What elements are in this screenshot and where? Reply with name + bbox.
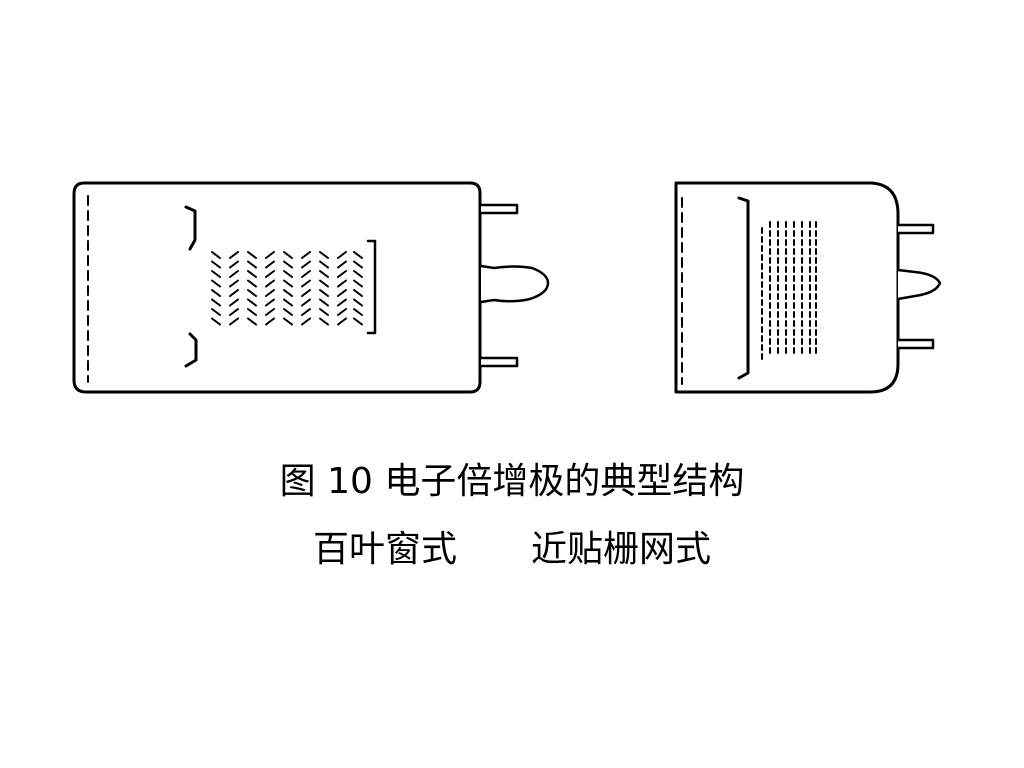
dynode-slat xyxy=(211,298,221,307)
dynode-slat xyxy=(301,308,311,316)
dynode-slat xyxy=(319,317,329,326)
dynode-slat xyxy=(229,308,239,316)
dynode-slat xyxy=(211,279,221,288)
figure-sublabels: 百叶窗式 近贴栅网式 xyxy=(0,528,1024,572)
dynode-slat xyxy=(265,298,275,307)
dynode-slat xyxy=(337,298,347,307)
mesh-tube-body xyxy=(674,181,900,394)
dynode-slat xyxy=(301,317,311,326)
venetian-blind-tube xyxy=(72,181,550,394)
venetian-focus-bracket xyxy=(184,205,198,368)
dynode-slat xyxy=(337,289,347,297)
label-proximity-mesh: 近贴栅网式 xyxy=(531,529,712,570)
dynode-slat xyxy=(319,279,329,288)
dynode-slat xyxy=(283,308,293,316)
dynode-slat xyxy=(229,289,239,297)
dynode-slat xyxy=(283,317,293,326)
dynode-slat xyxy=(283,289,293,297)
dynode-slat xyxy=(229,251,239,259)
mesh-exhaust-tip xyxy=(896,268,942,301)
dynode-slat xyxy=(337,270,347,278)
dynode-slat xyxy=(211,289,221,297)
dynode-slat xyxy=(265,279,275,288)
dynode-slat xyxy=(265,251,275,259)
dynode-slat xyxy=(247,270,257,278)
dynode-slat xyxy=(353,289,363,297)
venetian-tube-body xyxy=(72,181,482,394)
mesh-focus-bracket xyxy=(737,196,750,380)
dynode-slat xyxy=(229,298,239,307)
dynode-slat xyxy=(229,270,239,278)
dynode-slat xyxy=(301,279,311,288)
dynode-slat xyxy=(265,270,275,278)
dynode-slat xyxy=(247,317,257,326)
dynode-slat xyxy=(319,308,329,316)
dynode-slat xyxy=(229,260,239,269)
dynode-slat xyxy=(353,317,363,326)
dynode-slat xyxy=(337,260,347,269)
dynode-slat xyxy=(265,317,275,326)
dynode-slat xyxy=(337,251,347,259)
dynode-slat xyxy=(301,270,311,278)
dynode-slat xyxy=(247,298,257,307)
dynode-slat xyxy=(265,289,275,297)
venetian-anode-bracket xyxy=(366,239,377,335)
dynode-slat xyxy=(247,289,257,297)
dynode-slat xyxy=(247,308,257,316)
venetian-pin-bottom xyxy=(479,356,519,368)
dynode-slat xyxy=(247,279,257,288)
proximity-mesh-tube xyxy=(674,181,942,394)
dynode-slat xyxy=(247,251,257,259)
dynode-slat xyxy=(283,260,293,269)
venetian-dynode-slats xyxy=(211,251,363,326)
dynode-slat xyxy=(301,260,311,269)
figure-title: 图 10 电子倍增极的典型结构 xyxy=(279,461,745,502)
dynode-slat xyxy=(283,298,293,307)
venetian-exhaust-tip xyxy=(479,264,550,304)
dynode-slat xyxy=(283,251,293,259)
dynode-slat xyxy=(229,279,239,288)
mesh-dynode-stack xyxy=(761,221,817,360)
dynode-slat xyxy=(353,298,363,307)
dynode-slat xyxy=(337,317,347,326)
dynode-slat xyxy=(353,308,363,316)
dynode-slat xyxy=(265,308,275,316)
dynode-slat xyxy=(337,308,347,316)
dynode-slat xyxy=(353,251,363,259)
dynode-slat xyxy=(319,251,329,259)
dynode-slat xyxy=(353,270,363,278)
dynode-slat xyxy=(211,308,221,316)
dynode-slat xyxy=(211,317,221,326)
dynode-slat xyxy=(247,260,257,269)
dynode-slat xyxy=(211,270,221,278)
mesh-pin-top xyxy=(896,223,935,235)
dynode-slat xyxy=(319,260,329,269)
dynode-slat xyxy=(353,260,363,269)
dynode-slat xyxy=(301,251,311,259)
mesh-pin-bottom xyxy=(896,338,935,350)
dynode-slat xyxy=(265,260,275,269)
dynode-slat xyxy=(301,289,311,297)
dynode-slat xyxy=(211,260,221,269)
dynode-slat xyxy=(319,289,329,297)
dynode-slat xyxy=(319,270,329,278)
label-venetian-blind: 百叶窗式 xyxy=(312,529,457,570)
dynode-slat xyxy=(301,298,311,307)
dynode-slat xyxy=(319,298,329,307)
dynode-slat xyxy=(283,270,293,278)
venetian-pin-top xyxy=(479,203,519,215)
dynode-slat xyxy=(211,251,221,259)
dynode-slat xyxy=(353,279,363,288)
dynode-slat xyxy=(283,279,293,288)
dynode-slat xyxy=(337,279,347,288)
dynode-slat xyxy=(229,317,239,326)
